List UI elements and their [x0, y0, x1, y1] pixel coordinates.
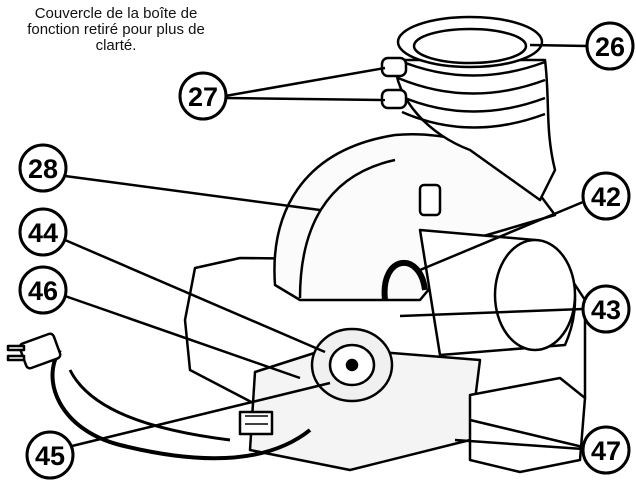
callout-circle-28	[18, 143, 68, 193]
leader-27a	[224, 66, 386, 98]
callout-circle-27	[178, 71, 228, 121]
callout-label-27: 27	[188, 82, 218, 112]
leader-44	[64, 238, 326, 354]
callout-circle-46	[18, 265, 68, 315]
callout-label-46: 46	[28, 276, 58, 306]
leader-26	[529, 43, 588, 48]
note-line-3: clarté.	[95, 37, 137, 54]
callout-label-42: 42	[591, 182, 621, 212]
callout-label-28: 28	[28, 154, 58, 184]
power-cord	[50, 348, 312, 461]
leader-47b	[454, 438, 584, 451]
leader-42	[419, 200, 584, 272]
note-line-1: Couvercle de la boîte de	[34, 5, 198, 22]
junction-box	[468, 376, 587, 474]
note-line-2: fonction retiré pour plus de	[27, 21, 205, 38]
pressure-hose	[381, 260, 428, 301]
callout-label-26: 26	[595, 32, 625, 62]
callout-label-45: 45	[35, 441, 65, 471]
terminal-block	[238, 410, 274, 436]
callout-circle-45	[25, 430, 75, 480]
leader-46	[64, 294, 301, 380]
housing-sensor	[418, 183, 442, 217]
leader-45	[71, 381, 331, 448]
leader-27b	[224, 96, 386, 102]
callout-circle-42	[581, 171, 631, 221]
callout-circle-47	[581, 425, 631, 475]
callout-circle-44	[18, 207, 68, 257]
callout-label-47: 47	[591, 436, 621, 466]
clamp-screw-upper	[380, 56, 408, 78]
leader-28	[64, 174, 321, 212]
callout-circle-43	[581, 284, 631, 334]
leader-47a	[469, 418, 584, 449]
clamp-screw-lower	[380, 88, 408, 110]
callout-label-44: 44	[28, 218, 58, 248]
callout-label-43: 43	[591, 295, 621, 325]
leader-43	[399, 307, 584, 318]
callout-circle-26	[585, 21, 635, 71]
cover-removed-note: Couvercle de la boîte de fonction retiré…	[0, 6, 232, 54]
